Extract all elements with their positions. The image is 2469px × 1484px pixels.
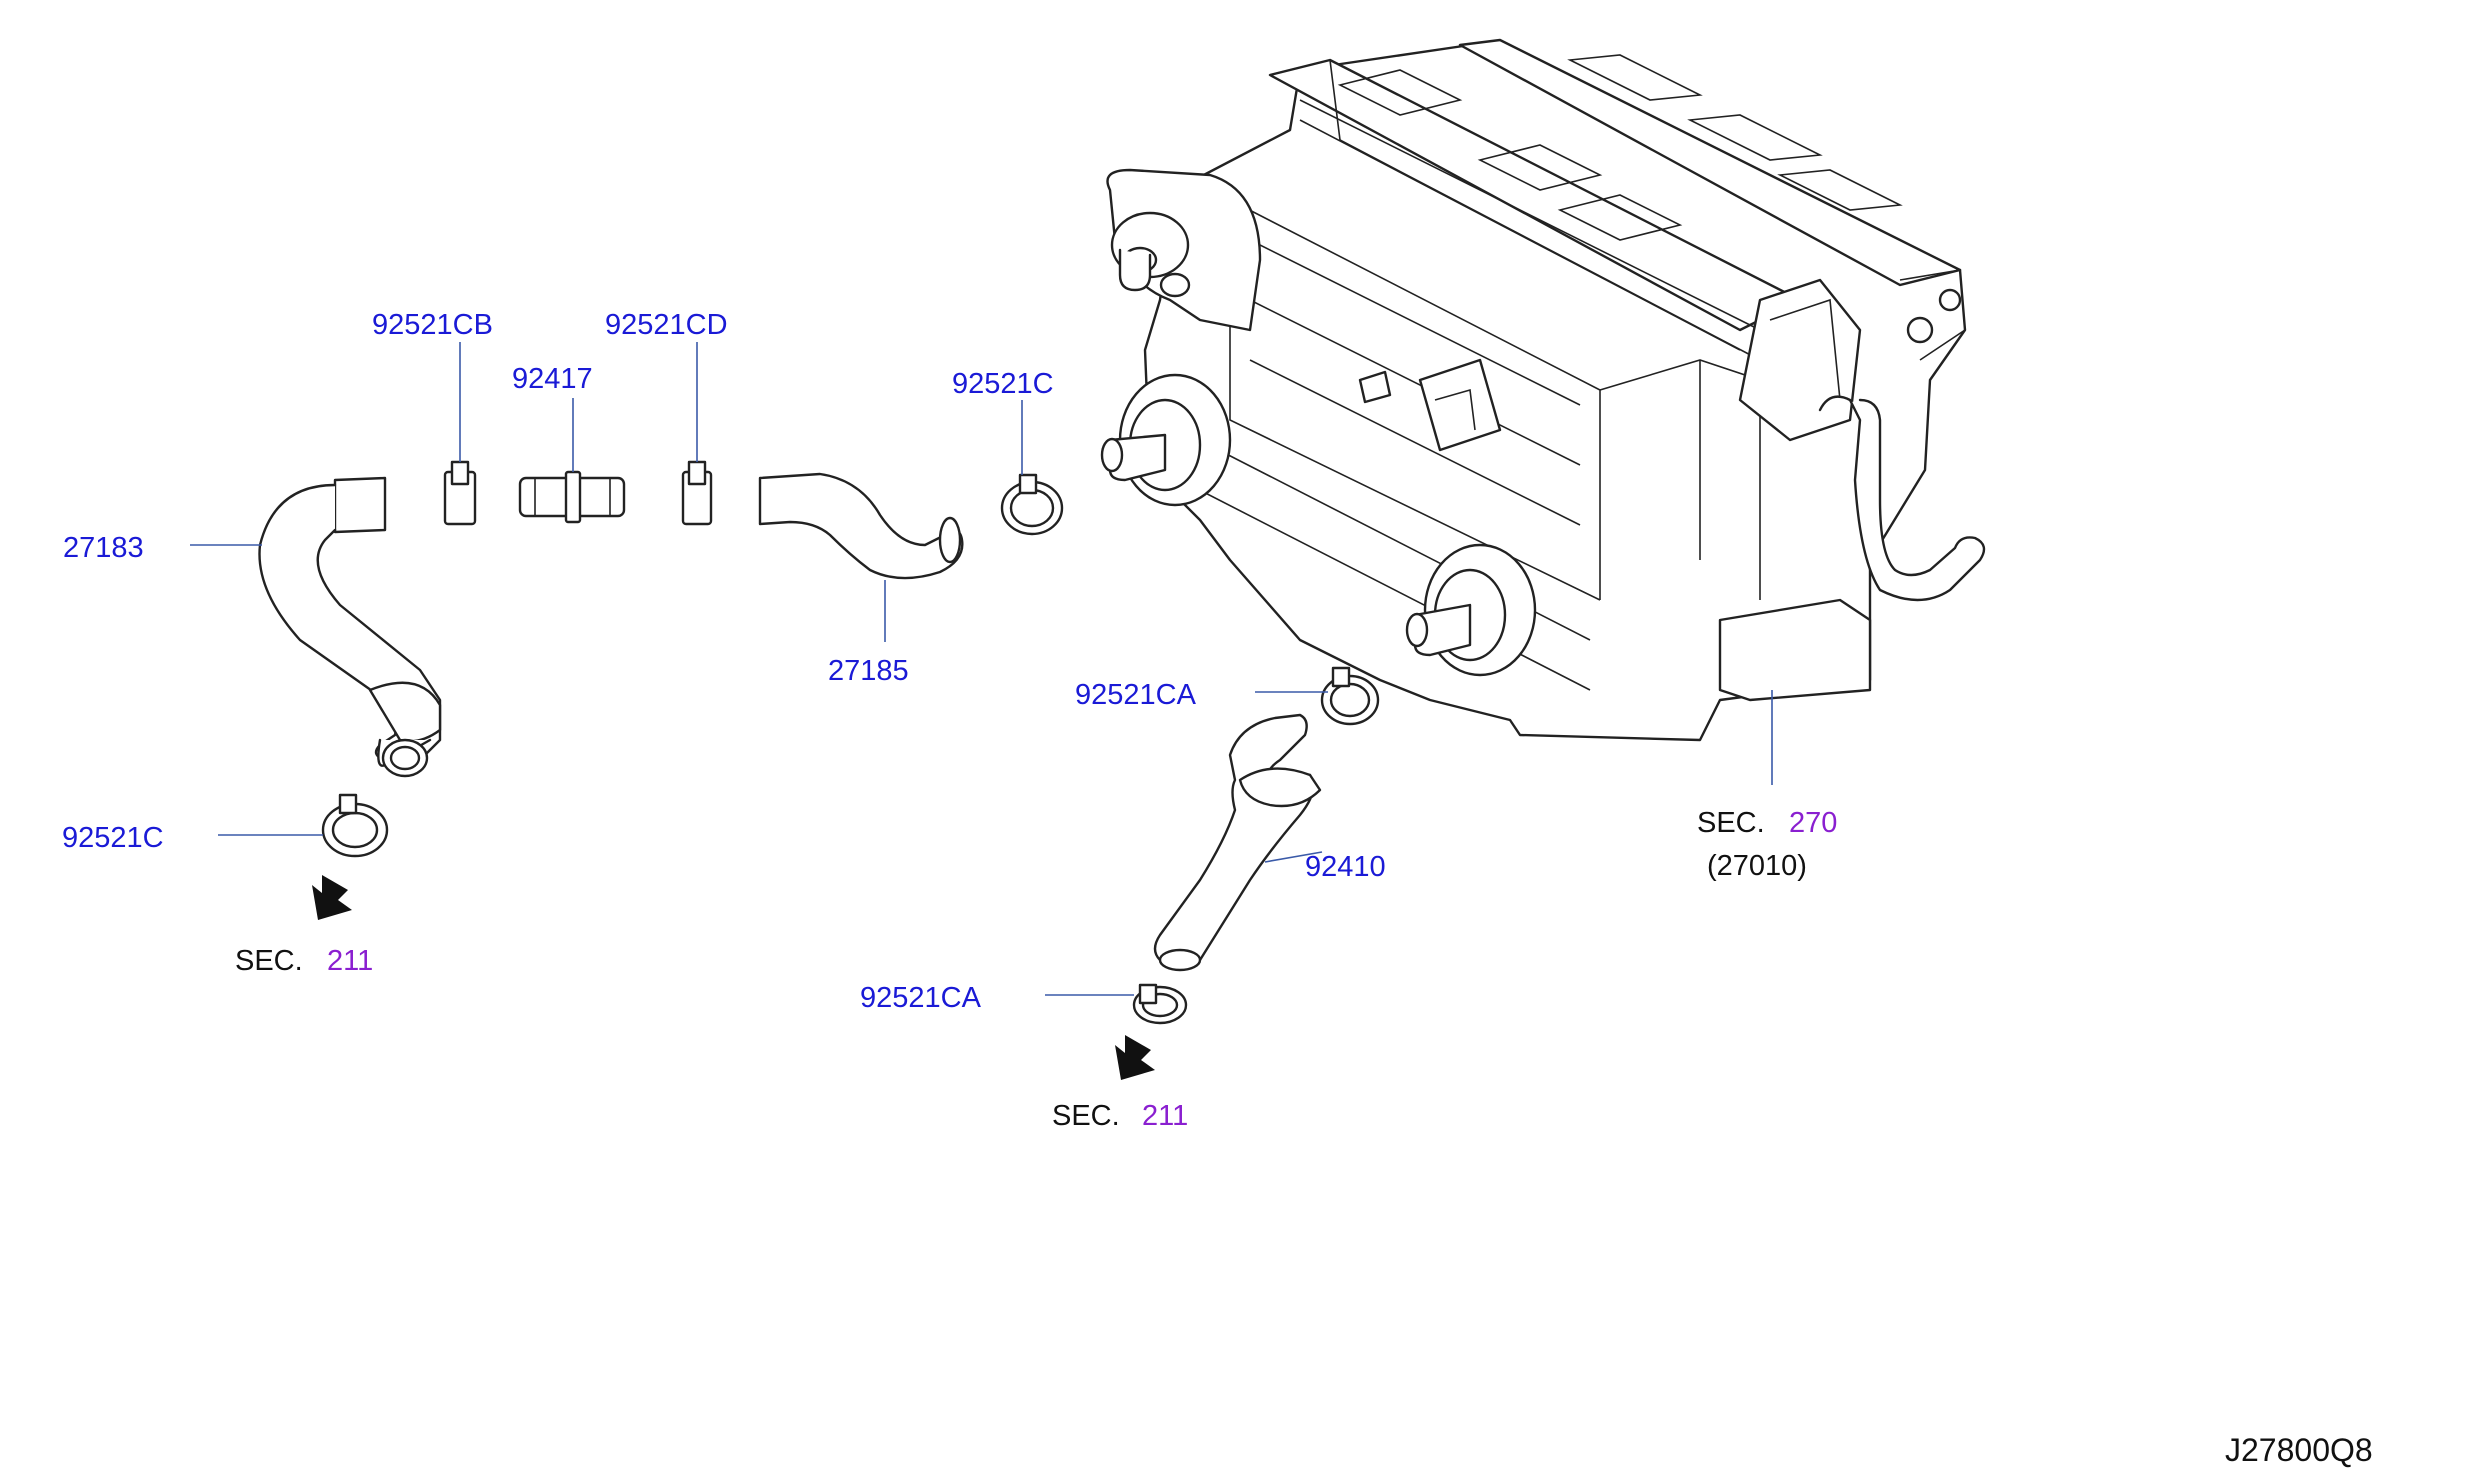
leader-lines bbox=[190, 342, 1773, 996]
clamp-92521CD-drawing bbox=[681, 460, 713, 526]
clamp-92521CB-drawing bbox=[443, 460, 477, 526]
hose-27185-drawing bbox=[758, 472, 964, 580]
down-arrow-icon bbox=[312, 875, 352, 920]
clamp-92521C-left-drawing bbox=[321, 793, 389, 858]
clamp-92521C-top-drawing bbox=[1000, 473, 1064, 536]
clamp-92521CA-mid-drawing bbox=[1320, 666, 1380, 726]
part-number-92417[interactable]: 92417 bbox=[512, 363, 593, 395]
section-ref-label: SEC. bbox=[235, 945, 303, 977]
part-number-92521C-left[interactable]: 92521C bbox=[62, 822, 164, 854]
joint-92417-drawing bbox=[518, 470, 626, 524]
section-ref-211-lower[interactable]: 211 bbox=[1142, 1100, 1188, 1132]
clamp-92521CA-low-drawing bbox=[1132, 983, 1188, 1025]
section-ref-270[interactable]: 270 bbox=[1789, 807, 1837, 839]
part-number-92521C-top[interactable]: 92521C bbox=[952, 368, 1054, 400]
heater-unit-code: (27010) bbox=[1707, 850, 1807, 882]
part-number-92410[interactable]: 92410 bbox=[1305, 851, 1386, 883]
part-number-27185[interactable]: 27185 bbox=[828, 655, 909, 687]
part-number-92521CA-mid[interactable]: 92521CA bbox=[1075, 679, 1197, 711]
section-ref-label: SEC. bbox=[1052, 1100, 1120, 1132]
part-number-92521CD[interactable]: 92521CD bbox=[605, 309, 728, 341]
down-arrow-icon bbox=[1115, 1035, 1155, 1080]
diagram-id: J27800Q8 bbox=[2225, 1432, 2373, 1468]
hose-92410-drawing bbox=[1153, 713, 1322, 972]
hose-27183-drawing bbox=[258, 476, 442, 778]
part-number-92521CA-low[interactable]: 92521CA bbox=[860, 982, 982, 1014]
labels: 92521CB 92417 92521CD 92521C 27183 27185… bbox=[62, 309, 2373, 1468]
heater-unit-drawing bbox=[1100, 38, 1986, 742]
section-ref-211-left[interactable]: 211 bbox=[327, 945, 373, 977]
part-number-27183[interactable]: 27183 bbox=[63, 532, 144, 564]
section-ref-label: SEC. bbox=[1697, 807, 1765, 839]
part-number-92521CB[interactable]: 92521CB bbox=[372, 309, 493, 341]
